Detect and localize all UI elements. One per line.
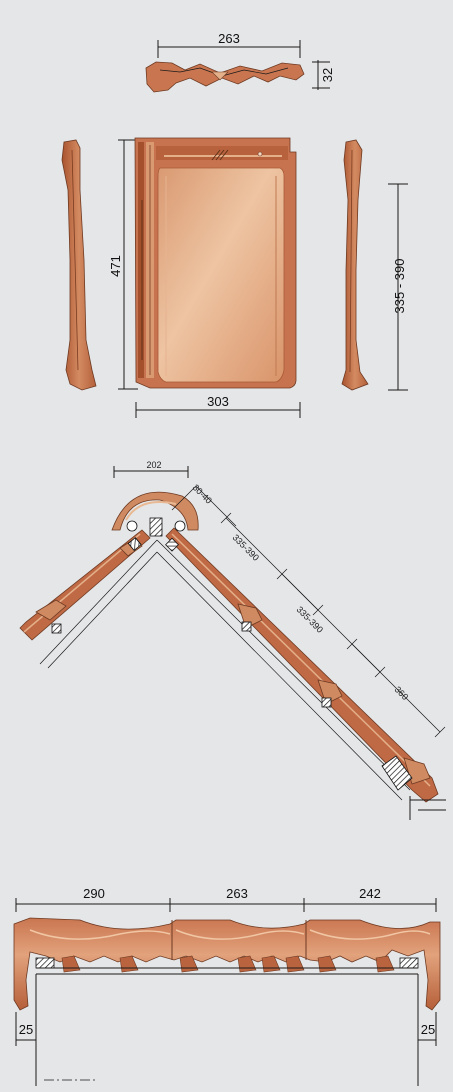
row-right-width-label: 242: [359, 886, 381, 901]
plan-tile-face: [157, 167, 285, 383]
ridge-clip-right: [174, 520, 186, 532]
plan-width-label: 303: [207, 394, 229, 409]
ridge-width-label: 202: [146, 460, 161, 470]
left-ridge-batten: [127, 537, 142, 551]
right-side-tile: [341, 139, 369, 391]
ridge-gap-label: 30-40: [191, 482, 214, 505]
right-side-profile: 335 - 390: [341, 139, 408, 391]
right-tile-highlight: [171, 533, 431, 787]
top-profile-tile: [145, 61, 305, 93]
verge-batten-right: [399, 957, 419, 969]
ridge-section: 202 30-40: [19, 460, 446, 820]
gauge-1-label: 335-390: [231, 532, 261, 562]
row-middle-width-label: 263: [226, 886, 248, 901]
gauge-2-label: 335-390: [295, 604, 325, 634]
dim-extension: [276, 568, 288, 580]
ridge-clip-left: [126, 520, 138, 532]
right-ridge-batten: [165, 537, 179, 552]
right-side-rib: [349, 149, 353, 373]
right-rafter-line: [156, 539, 411, 791]
ridge-board: [149, 517, 163, 537]
dim-extension: [346, 638, 358, 650]
gauge-label: 335 - 390: [392, 259, 407, 314]
dim-extension: [220, 512, 232, 524]
left-tile-lug: [35, 599, 67, 621]
right-overhang-label: 25: [421, 1022, 435, 1037]
left-batten: [51, 623, 62, 634]
verge-section: 290 263 242 25: [13, 886, 441, 1086]
left-rafter-line: [39, 539, 158, 665]
plan-view: 471 303: [108, 137, 301, 418]
top-profile-notch: [211, 71, 229, 81]
top-profile-view: 263 32: [145, 31, 335, 93]
left-side-profile: [61, 139, 97, 391]
left-side-rib: [71, 149, 79, 371]
eave-batten: [381, 755, 413, 791]
tile-row-highlight: [29, 929, 431, 940]
ridge-cap-highlight: [125, 501, 177, 521]
ridge-cap: [111, 491, 199, 531]
right-batten-1: [241, 621, 252, 632]
right-tile-strip: [165, 527, 439, 803]
left-side-tile: [61, 139, 97, 391]
ridge-gap-leader: [195, 485, 237, 527]
eave-dim-line: [351, 643, 441, 733]
dim-extension: [434, 726, 446, 738]
top-height-label: 32: [320, 68, 335, 82]
left-overhang-label: 25: [19, 1022, 33, 1037]
top-width-label: 263: [218, 31, 240, 46]
row-left-width-label: 290: [83, 886, 105, 901]
ridge-gap-dim-line: [171, 485, 197, 511]
plan-left-channel: [138, 142, 144, 378]
right-rafter-line-inner: [156, 551, 403, 801]
right-batten-2: [321, 697, 332, 708]
plan-nail-hole: [257, 151, 263, 157]
verge-batten-left: [35, 957, 55, 969]
tile-row-profile: [13, 917, 441, 1011]
plan-length-label: 471: [108, 255, 123, 277]
left-rafter-line-inner: [47, 551, 158, 669]
plan-head-lock-marks: [211, 149, 229, 161]
